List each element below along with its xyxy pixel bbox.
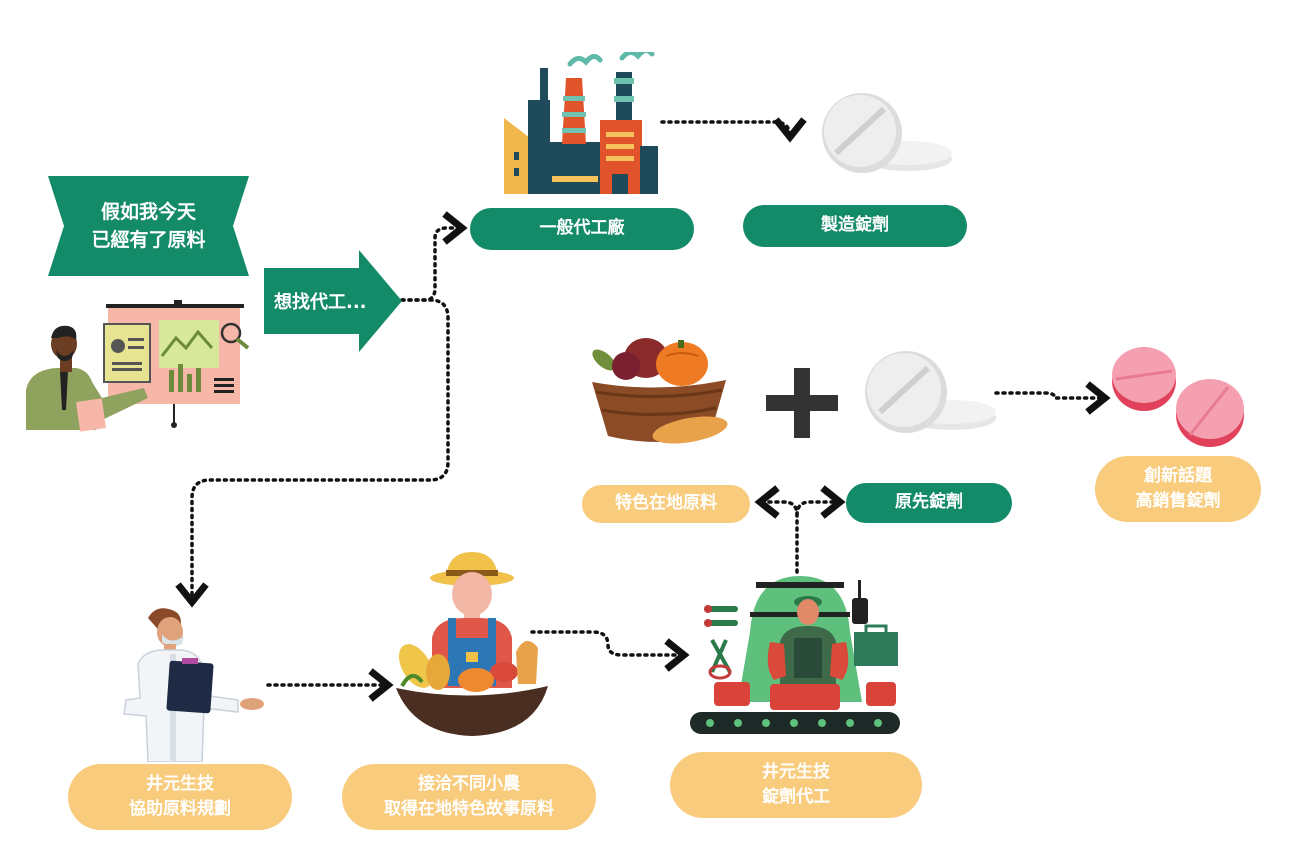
farmers-line-1: 接洽不同小農	[418, 773, 520, 794]
innovation-label: 創新話題 高銷售錠劑	[1095, 456, 1261, 522]
planning-label: 井元生技 協助原料規劃	[68, 764, 292, 830]
farmers-label: 接洽不同小農 取得在地特色故事原料	[342, 764, 596, 830]
planning-line-2: 協助原料規劃	[129, 799, 231, 819]
machine-worker-icon	[690, 576, 900, 734]
innovation-line-2: 高銷售錠劑	[1135, 491, 1221, 511]
oem-label: 井元生技 錠劑代工	[670, 752, 922, 818]
produce-basket-icon	[592, 338, 728, 444]
intro-text: 假如我今天 已經有了原料	[48, 176, 249, 276]
innovation-line-1: 創新話題	[1144, 465, 1212, 486]
connector-factory-to-tablet	[660, 117, 807, 143]
farmer-icon	[396, 552, 548, 736]
connector-farmers-to-oem	[530, 630, 690, 672]
connector-seek-to-factory	[400, 211, 468, 302]
pink-tablet-icon	[1112, 347, 1244, 447]
planning-line-1: 井元生技	[146, 773, 214, 794]
connector-seek-to-planning	[175, 298, 450, 608]
general-factory-label: 一般代工廠	[470, 208, 694, 250]
oem-line-2: 錠劑代工	[762, 787, 830, 807]
connector-oem-to-local	[754, 485, 799, 574]
connector-combo-to-innovation	[994, 381, 1111, 415]
intro-line-2: 已經有了原料	[91, 229, 206, 251]
tablet-icon	[822, 93, 952, 173]
doctor-icon	[123, 608, 264, 762]
intro-ribbon	[48, 176, 249, 276]
local-material-label: 特色在地原料	[582, 485, 750, 523]
connector-oem-to-original	[795, 485, 846, 519]
seek-label: 想找代工...	[274, 292, 367, 313]
original-tablet-icon	[865, 351, 996, 433]
original-tablet-label: 原先錠劑	[846, 483, 1012, 523]
factory-icon	[504, 52, 658, 194]
seek-arrow-shape	[264, 250, 402, 352]
oem-line-1: 井元生技	[762, 761, 830, 782]
presenter-icon	[26, 300, 250, 432]
make-tablet-label: 製造錠劑	[743, 205, 967, 247]
intro-line-1: 假如我今天	[100, 200, 196, 223]
plus-icon	[766, 368, 838, 438]
farmers-line-2: 取得在地特色故事原料	[384, 799, 554, 819]
